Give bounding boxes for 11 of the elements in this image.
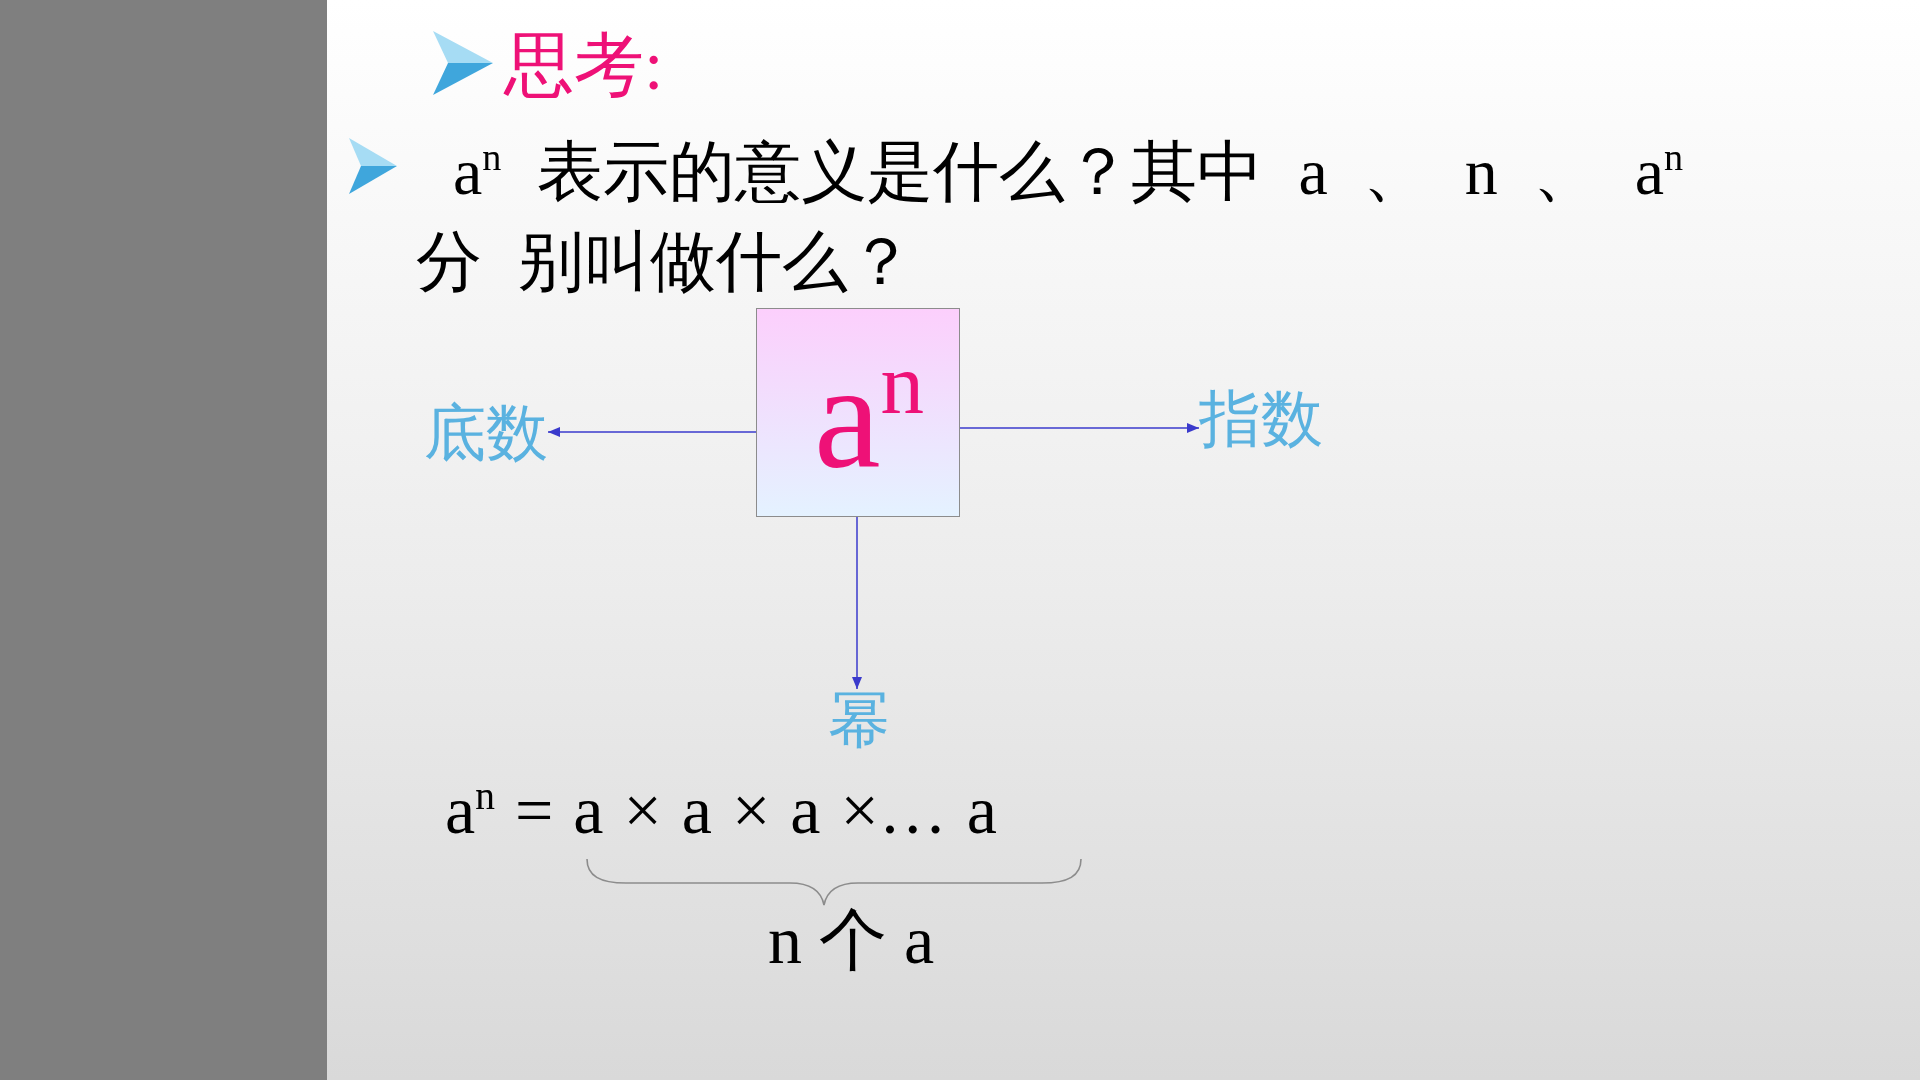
arrow xyxy=(852,516,862,690)
term-label: 底数 xyxy=(424,402,548,464)
arrow xyxy=(959,423,1200,433)
term-label: 幂 xyxy=(828,689,890,751)
formula: a$^{n}$ = a × a × a ×… a xyxy=(445,776,998,844)
arrow xyxy=(547,427,757,437)
expression-box: a$^{n}$ xyxy=(756,308,960,517)
brace-label: n 个 a xyxy=(768,906,935,974)
title: 思考: xyxy=(504,31,664,101)
term-label: 指数 xyxy=(1199,388,1323,450)
question-text: a$^{n}$ 表示的意义是什么？其中 a 、 n 、 a$^{n}$分 别叫做什么？ xyxy=(416,134,1685,300)
